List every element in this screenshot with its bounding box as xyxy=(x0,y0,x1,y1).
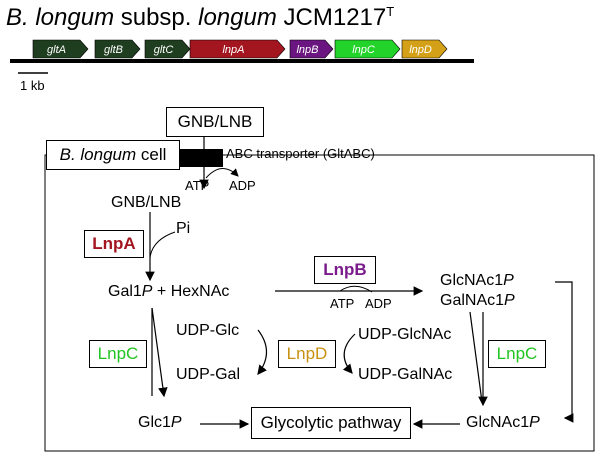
glycolytic-box: Glycolytic pathway xyxy=(251,407,411,439)
atp-label-2: ATP xyxy=(330,296,355,311)
udp-gal-label: UDP-Gal xyxy=(176,366,241,383)
glcnac1p-bottom-label: GlcNAc1P xyxy=(466,414,540,432)
lnpC-box-right: LnpC xyxy=(488,340,546,368)
gene-arrow-gltC xyxy=(144,39,191,59)
adp-label-1: ADP xyxy=(229,178,256,193)
gene-label-lnpA: lnpA xyxy=(222,44,244,56)
glcnac1p-bottom-p: P xyxy=(529,414,540,431)
gene-label-lnpC: lnpC xyxy=(352,44,375,56)
transporter-label: ABC transporter (GltABC) xyxy=(226,146,375,161)
gene-arrow-gltB xyxy=(94,39,141,59)
gal1p-text: Gal1 xyxy=(108,283,142,300)
pi-label: Pi xyxy=(176,220,191,237)
atp-label-1: ATP xyxy=(185,178,210,193)
gal1p-p: P xyxy=(141,283,153,300)
lnpB-box: LnpB xyxy=(314,256,376,284)
lnpC-box-left: LnpC xyxy=(89,340,147,368)
udp-glc-label: UDP-Glc xyxy=(176,322,240,339)
glcnac1p-label: GlcNAc1P xyxy=(440,272,514,290)
title-strain: JCM1217 xyxy=(283,4,387,31)
lnpA-box: LnpA xyxy=(84,230,144,258)
gene-label-lnpB: lnpB xyxy=(296,44,318,56)
right-loop-arrow xyxy=(555,281,574,423)
gene-arrow-lnpB xyxy=(289,39,334,59)
glc1p-text: Glc1 xyxy=(138,414,171,431)
lnpD-box: LnpD xyxy=(278,340,336,368)
galnac1p-text: GalNAc1 xyxy=(440,292,505,309)
gene-arrow-lnpD xyxy=(401,39,448,59)
right-diag-line xyxy=(469,311,483,403)
cell-label-italic: B. longum xyxy=(59,145,137,164)
udp-cycle-left xyxy=(257,329,268,375)
cell-boundary xyxy=(44,154,595,452)
title-subsp-word: subsp. xyxy=(120,4,192,31)
gene-label-gltA: gltA xyxy=(47,44,66,56)
scale-label: 1 kb xyxy=(20,78,45,93)
gene-arrow-gltA xyxy=(32,39,89,59)
atp-curve-2 xyxy=(339,285,373,293)
adp-label-2: ADP xyxy=(365,296,392,311)
pi-curve xyxy=(149,231,176,259)
gene-cluster: gltA gltB gltC lnpA lnpB lnpC lnpD xyxy=(32,39,448,59)
substrate-inside: GNB/LNB xyxy=(111,194,182,211)
udp-galnac-label: UDP-GalNAc xyxy=(358,366,453,383)
genome-line xyxy=(10,59,474,63)
gene-arrow-lnpC xyxy=(334,39,401,59)
gal1p-hexnac: Gal1P + HexNAc xyxy=(108,283,229,301)
gene-label-lnpD: lnpD xyxy=(409,44,432,56)
title-subsp: longum xyxy=(198,4,277,31)
udp-cycle-right xyxy=(342,333,356,374)
cell-label-rest: cell xyxy=(136,145,167,164)
glc1p-label: Glc1P xyxy=(138,414,182,432)
glcnac1p-p: P xyxy=(503,272,514,289)
cell-label-box: B. longum cell xyxy=(46,140,180,170)
atp-curve-1 xyxy=(205,168,239,179)
glcnac1p-bottom-text: GlcNAc1 xyxy=(466,414,530,431)
figure-title: B. longum subsp. longum JCM1217T xyxy=(6,4,394,32)
hexnac-text: + HexNAc xyxy=(152,283,230,300)
gene-label-gltB: gltB xyxy=(104,44,123,56)
galnac1p-p: P xyxy=(504,292,515,309)
title-sup: T xyxy=(386,4,395,19)
udp-glcnac-label: UDP-GlcNAc xyxy=(358,326,452,343)
gene-label-gltC: gltC xyxy=(154,44,174,56)
title-genus: B. longum xyxy=(6,4,115,31)
gene-arrow-lnpA xyxy=(189,39,286,59)
left-down-arrow xyxy=(151,307,168,398)
glc1p-p: P xyxy=(170,414,182,431)
galnac1p-label: GalNAc1P xyxy=(440,292,515,310)
glcnac1p-text: GlcNAc1 xyxy=(440,272,504,289)
substrate-box-top: GNB/LNB xyxy=(166,107,264,137)
transporter-block xyxy=(177,149,223,167)
